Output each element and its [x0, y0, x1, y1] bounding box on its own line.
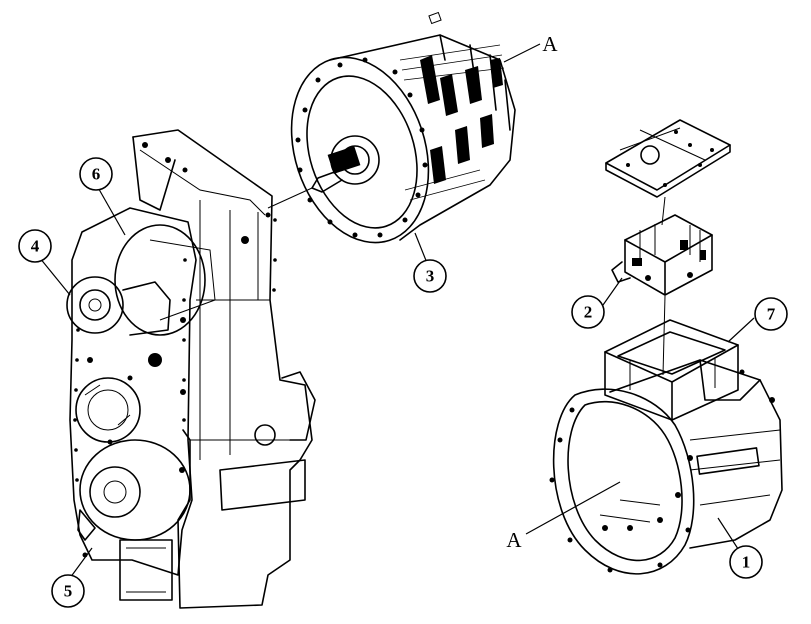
clutch-pack	[290, 11, 516, 244]
svg-text:6: 6	[92, 165, 101, 184]
svg-text:7: 7	[767, 305, 776, 324]
transmission-housing	[66, 129, 316, 609]
callout-4: 4	[18, 229, 52, 263]
shaft-alignment-line	[267, 187, 313, 209]
svg-text:2: 2	[584, 303, 593, 322]
callout-6: 6	[79, 157, 113, 191]
svg-text:4: 4	[31, 237, 40, 256]
callout-3: 3	[413, 259, 447, 293]
reference-letter-a-bottom: A	[506, 528, 522, 552]
callout-7: 7	[754, 297, 788, 331]
svg-text:5: 5	[64, 582, 73, 601]
reference-letter-a-top: A	[542, 32, 558, 56]
valve-body	[611, 214, 713, 296]
leader-lines	[34, 43, 755, 579]
svg-text:1: 1	[742, 553, 751, 572]
callout-5: 5	[51, 574, 85, 608]
svg-text:3: 3	[426, 267, 435, 286]
callout-2: 2	[571, 295, 605, 329]
converter-housing	[549, 319, 783, 575]
callout-1: 1	[729, 545, 763, 579]
valve-cover	[605, 119, 731, 198]
valve-alignment-line-top	[661, 196, 666, 226]
